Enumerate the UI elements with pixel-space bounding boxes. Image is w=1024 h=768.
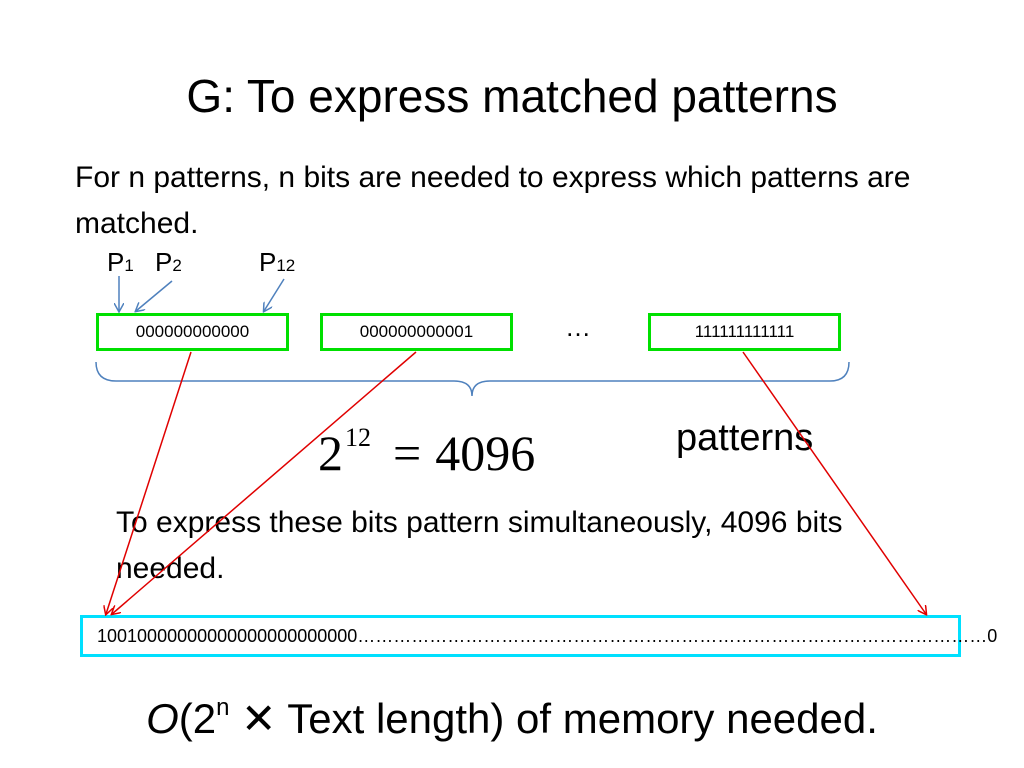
ellipsis: … <box>565 312 591 342</box>
slide-title: G: To express matched patterns <box>186 70 838 122</box>
pattern-label-base: P <box>155 247 173 277</box>
bit-box-last: 111111111111 <box>648 313 841 351</box>
bit-box-first: 000000000000 <box>96 313 289 351</box>
simultaneous-text: To express these bits pattern simultaneo… <box>116 506 843 585</box>
curly-brace <box>95 361 850 397</box>
conclusion-open: (2 <box>178 695 217 742</box>
blue-arrow-p12 <box>264 278 285 311</box>
formula-base: 2 <box>318 425 343 481</box>
formula-value: 4096 <box>435 425 536 481</box>
bit-box-second: 000000000001 <box>320 313 513 351</box>
times-icon: ✕ <box>241 695 277 742</box>
blue-arrow-p2 <box>136 280 173 311</box>
pattern-label-base: P <box>259 247 277 277</box>
big-o: O <box>146 695 179 742</box>
conclusion-sup: n <box>216 694 230 721</box>
conclusion-rest: Text length) of memory needed. <box>287 695 878 742</box>
pattern-label-sub: 12 <box>276 256 296 275</box>
formula-exponent: 12 <box>345 423 371 452</box>
pattern-label-p2: P2 <box>155 245 182 283</box>
memory-conclusion: O(2n ✕ Text length) of memory needed. <box>0 680 1024 747</box>
pattern-label-p12: P12 <box>259 245 295 283</box>
pattern-label-sub: 1 <box>124 256 134 275</box>
pattern-label-base: P <box>107 247 125 277</box>
pattern-label-sub: 2 <box>172 256 182 275</box>
formula-equals: = <box>393 425 422 481</box>
pattern-label-p1: P1 <box>107 245 134 283</box>
patterns-word: patterns <box>676 417 814 459</box>
combined-bit-box: 10010000000000000000000000……………………………………… <box>80 615 997 657</box>
intro-text: For n patterns, n bits are needed to exp… <box>75 161 911 240</box>
formula: 212 =4096 <box>318 408 535 483</box>
